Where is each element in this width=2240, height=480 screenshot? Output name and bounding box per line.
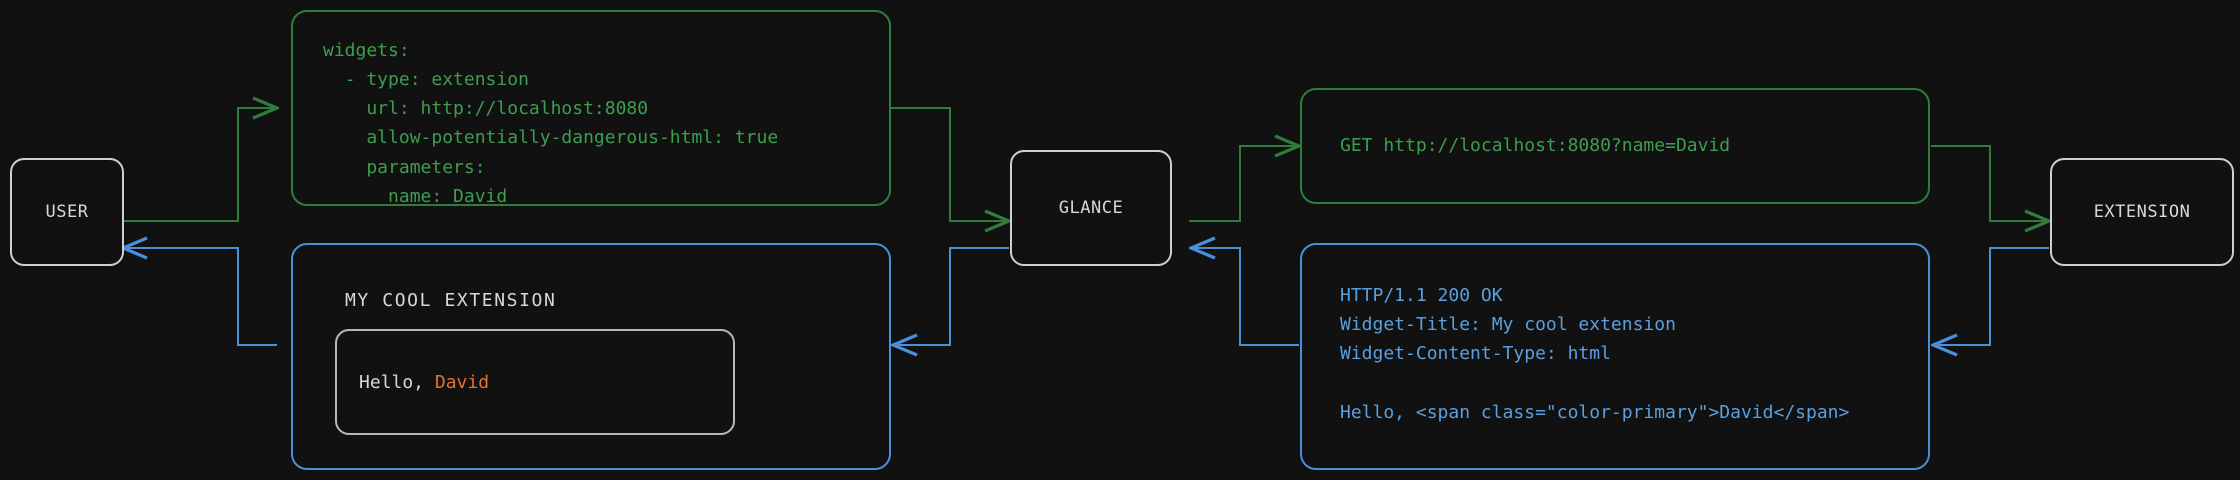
node-extension-label: EXTENSION <box>2093 202 2191 222</box>
node-glance[interactable]: GLANCE <box>1010 150 1172 266</box>
wire-user-to-config <box>121 108 277 222</box>
http-request-code: GET http://localhost:8080?name=David <box>1340 135 1731 156</box>
panel-rendered-widget[interactable]: MY COOL EXTENSION Hello, David <box>291 243 891 470</box>
wire-request-to-extension <box>1931 145 2049 221</box>
panel-http-response[interactable]: HTTP/1.1 200 OK Widget-Title: My cool ex… <box>1300 243 1930 470</box>
rendered-widget-name: David <box>434 371 490 393</box>
yaml-config-code: widgets: - type: extension url: http://l… <box>323 40 779 207</box>
node-glance-label: GLANCE <box>1058 198 1124 218</box>
rendered-widget-card: Hello, David <box>335 329 735 435</box>
wire-response-to-glance <box>1191 248 1299 346</box>
wire-glance-to-rendered <box>893 247 1009 345</box>
node-user[interactable]: USER <box>10 158 124 266</box>
wire-glance-to-request <box>1189 146 1299 222</box>
wire-config-to-glance <box>891 107 1009 221</box>
wire-rendered-to-user <box>123 248 277 346</box>
node-extension[interactable]: EXTENSION <box>2050 158 2234 266</box>
panel-yaml-config[interactable]: widgets: - type: extension url: http://l… <box>291 10 891 207</box>
rendered-widget-greeting: Hello, <box>359 371 435 393</box>
http-response-code: HTTP/1.1 200 OK Widget-Title: My cool ex… <box>1340 285 1850 423</box>
node-user-label: USER <box>45 202 89 222</box>
panel-http-request[interactable]: GET http://localhost:8080?name=David <box>1300 88 1930 204</box>
rendered-widget-title: MY COOL EXTENSION <box>345 290 557 311</box>
wire-extension-to-response <box>1933 247 2049 345</box>
rendered-widget-body: Hello, David <box>337 372 489 393</box>
